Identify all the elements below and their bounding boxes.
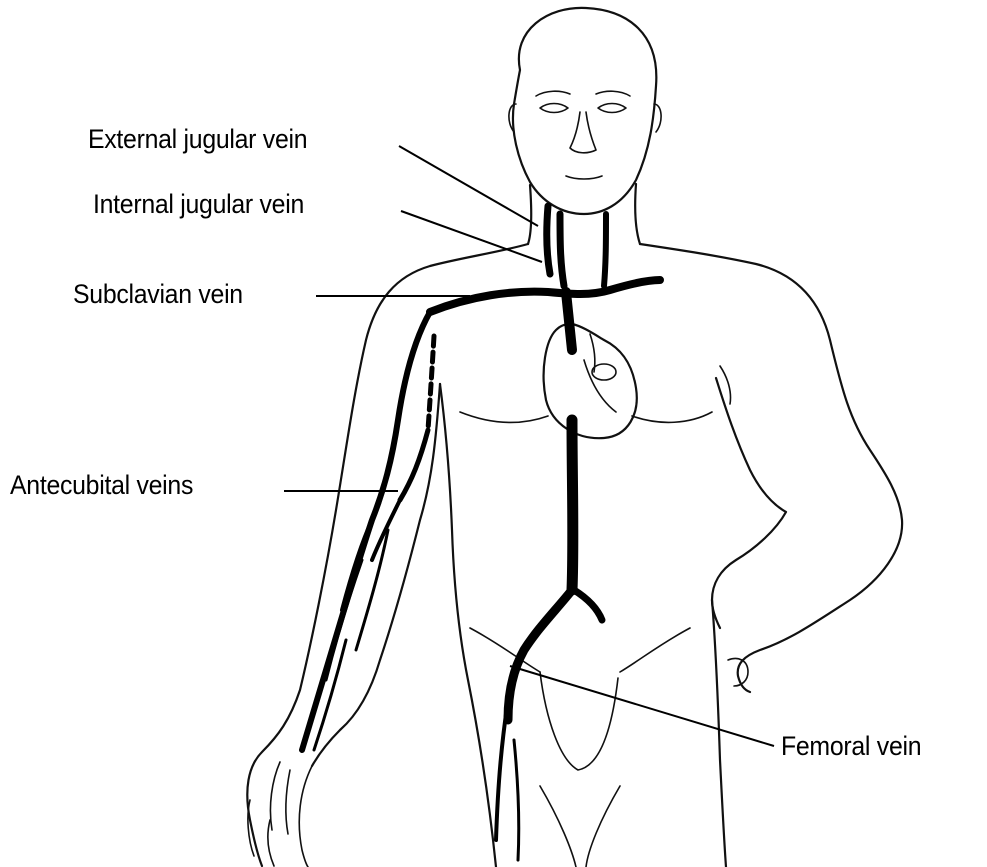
leader-internal-jugular <box>401 211 542 262</box>
leader-external-jugular <box>399 146 538 226</box>
label-subclavian-vein: Subclavian vein <box>73 279 243 310</box>
veins <box>302 206 660 860</box>
label-external-jugular-vein: External jugular vein <box>88 124 307 155</box>
label-antecubital-veins: Antecubital veins <box>10 470 193 501</box>
label-internal-jugular-vein: Internal jugular vein <box>93 189 304 220</box>
heart <box>544 324 637 438</box>
label-femoral-vein: Femoral vein <box>781 731 921 762</box>
leader-femoral <box>510 666 774 746</box>
